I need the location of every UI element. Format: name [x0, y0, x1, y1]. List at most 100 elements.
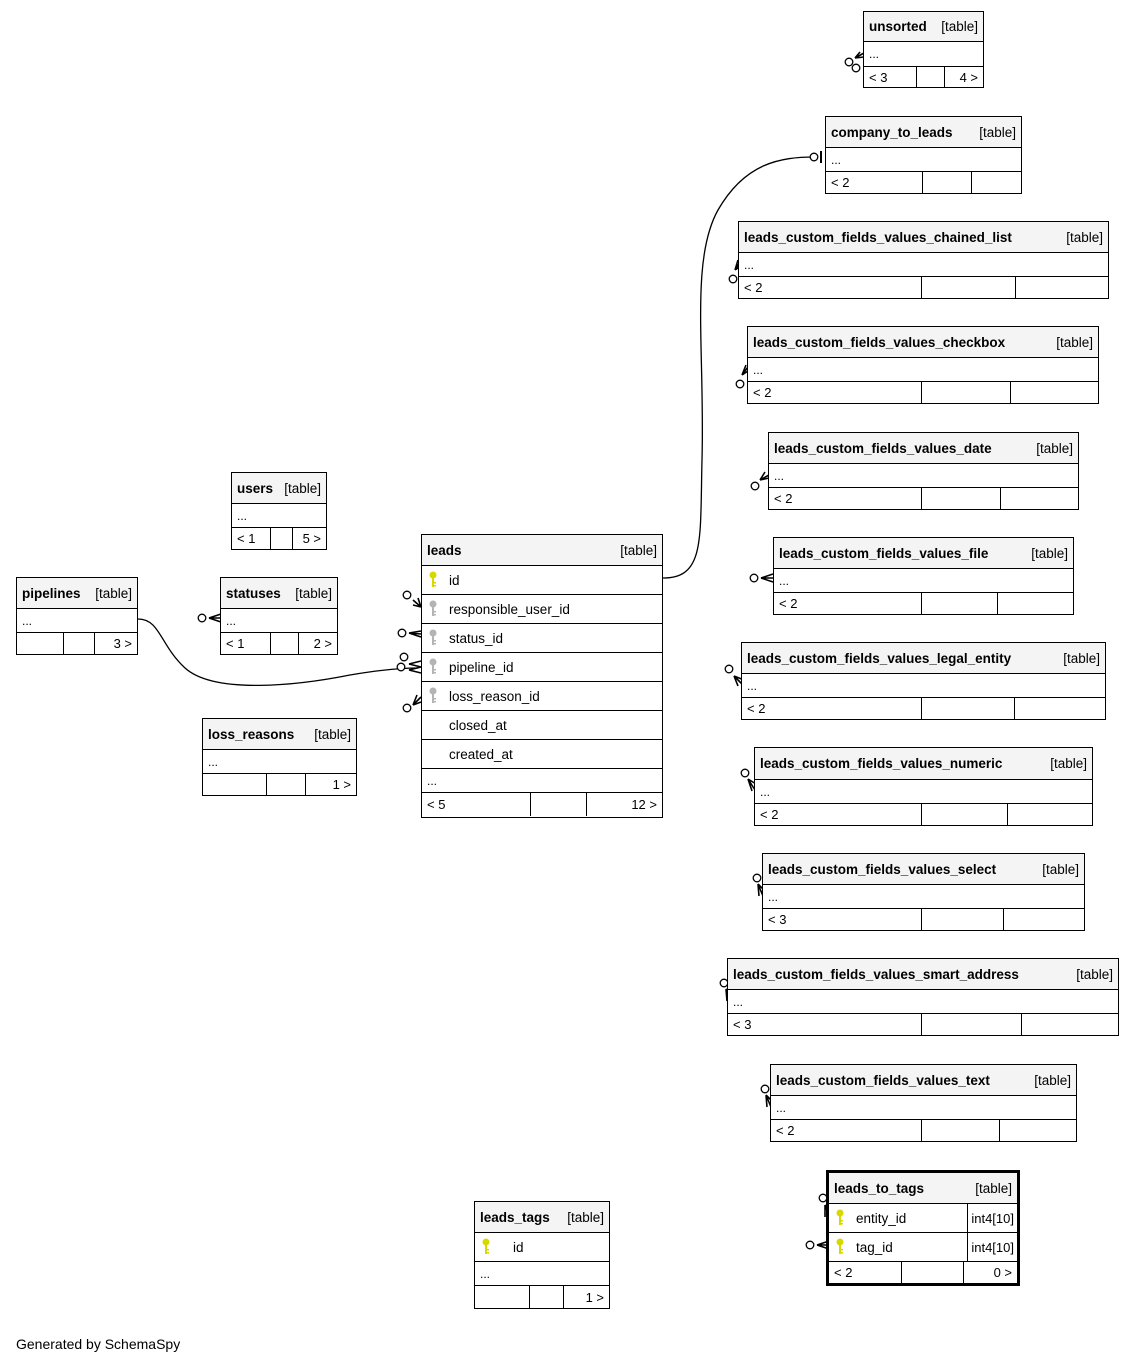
table-leads-custom-fields-values-smart-address[interactable]: leads_custom_fields_values_smart_address…: [727, 958, 1119, 1036]
child-count[interactable]: [1021, 1014, 1118, 1035]
child-count[interactable]: 1 >: [305, 774, 356, 795]
parent-count[interactable]: < 2: [834, 1265, 853, 1280]
child-count[interactable]: [999, 1120, 1076, 1141]
column-row[interactable]: loss_reason_id: [422, 681, 662, 710]
parent-count[interactable]: < 2: [831, 175, 850, 190]
footer-spacer: [530, 793, 586, 816]
child-count[interactable]: [1015, 277, 1108, 298]
table-loss-reasons[interactable]: loss_reasons [table] ... 1 >: [202, 718, 357, 796]
table-name: leads_custom_fields_values_date: [774, 440, 992, 456]
parent-count[interactable]: < 5: [427, 797, 446, 812]
footer-spacer: [921, 1120, 999, 1141]
parent-count[interactable]: < 1: [226, 636, 245, 651]
parent-count[interactable]: < 2: [753, 385, 772, 400]
parent-count[interactable]: < 1: [237, 531, 256, 546]
table-footer: 3 >: [17, 632, 137, 654]
parent-count[interactable]: < 2: [744, 280, 763, 295]
footer-spacer: [901, 1262, 963, 1283]
column-row[interactable]: entity_id int4[10]: [829, 1203, 1017, 1232]
child-count[interactable]: [1007, 804, 1092, 825]
parent-count[interactable]: < 2: [747, 701, 766, 716]
table-unsorted[interactable]: unsorted [table] ... < 3 4 >: [863, 11, 984, 88]
parent-count[interactable]: < 2: [776, 1123, 795, 1138]
column-row[interactable]: pipeline_id: [422, 652, 662, 681]
child-count[interactable]: 1 >: [563, 1286, 609, 1308]
parent-count[interactable]: < 2: [760, 807, 779, 822]
table-leads-custom-fields-values-file[interactable]: leads_custom_fields_values_file [table] …: [773, 537, 1074, 615]
table-header: leads_custom_fields_values_text [table]: [771, 1065, 1076, 1095]
child-count[interactable]: [1000, 488, 1078, 509]
table-company-to-leads[interactable]: company_to_leads [table] ... < 2: [825, 116, 1022, 194]
column-name: tag_id: [856, 1239, 893, 1255]
child-count[interactable]: [1010, 382, 1098, 403]
footer-spacer: [63, 633, 94, 654]
table-tag: [table]: [1066, 229, 1103, 245]
column-row[interactable]: id: [422, 565, 662, 594]
column-row[interactable]: tag_id int4[10]: [829, 1232, 1017, 1261]
table-header: loss_reasons [table]: [203, 719, 356, 749]
table-leads-custom-fields-values-legal-entity[interactable]: leads_custom_fields_values_legal_entity …: [741, 642, 1106, 720]
parent-count[interactable]: < 3: [869, 69, 888, 85]
parent-count[interactable]: [475, 1286, 529, 1308]
child-count[interactable]: 5 >: [292, 528, 326, 549]
parent-count[interactable]: < 3: [733, 1017, 752, 1032]
child-count[interactable]: [971, 172, 1021, 193]
child-count[interactable]: [1003, 909, 1084, 930]
table-leads-custom-fields-values-select[interactable]: leads_custom_fields_values_select [table…: [762, 853, 1085, 931]
ellipsis-row: ...: [771, 1095, 1076, 1119]
table-footer: 1 >: [203, 773, 356, 795]
parent-count[interactable]: [203, 774, 266, 795]
ellipsis-row: ...: [728, 989, 1118, 1013]
table-leads-tags[interactable]: leads_tags [table] id ... 1 >: [474, 1201, 610, 1309]
child-count[interactable]: 2 >: [298, 633, 337, 654]
column-name: entity_id: [856, 1210, 907, 1226]
ellipsis-row: ...: [774, 568, 1073, 592]
column-row[interactable]: created_at: [422, 739, 662, 768]
ellipsis-row: ...: [742, 673, 1105, 697]
table-name: leads_custom_fields_values_select: [768, 861, 997, 877]
table-header: leads_custom_fields_values_select [table…: [763, 854, 1084, 884]
ellipsis-row: ...: [769, 463, 1078, 487]
table-header: leads_custom_fields_values_numeric [tabl…: [755, 748, 1092, 779]
column-row[interactable]: closed_at: [422, 710, 662, 739]
table-tag: [table]: [1036, 440, 1073, 456]
parent-count[interactable]: [17, 633, 63, 654]
child-count[interactable]: 0 >: [963, 1262, 1017, 1283]
table-leads-custom-fields-values-date[interactable]: leads_custom_fields_values_date [table] …: [768, 432, 1079, 510]
ellipsis-row: ...: [17, 608, 137, 632]
column-row[interactable]: status_id: [422, 623, 662, 652]
parent-count[interactable]: < 2: [774, 491, 793, 506]
primary-key-icon: [426, 571, 440, 589]
table-leads[interactable]: leads [table] id responsible_user_id sta…: [421, 534, 663, 818]
table-header: pipelines [table]: [17, 578, 137, 608]
table-leads-custom-fields-values-checkbox[interactable]: leads_custom_fields_values_checkbox [tab…: [747, 326, 1099, 404]
child-count[interactable]: [997, 593, 1073, 614]
table-pipelines[interactable]: pipelines [table] ... 3 >: [16, 577, 138, 655]
parent-count[interactable]: < 2: [779, 596, 798, 611]
table-name: leads_custom_fields_values_legal_entity: [747, 650, 1012, 666]
table-users[interactable]: users [table] ... < 1 5 >: [231, 472, 327, 550]
table-name: leads_custom_fields_values_text: [776, 1072, 990, 1088]
table-leads-custom-fields-values-numeric[interactable]: leads_custom_fields_values_numeric [tabl…: [754, 747, 1093, 826]
column-row[interactable]: id: [475, 1232, 609, 1261]
column-row[interactable]: responsible_user_id: [422, 594, 662, 623]
child-count[interactable]: 12 >: [586, 793, 662, 816]
table-header: leads_tags [table]: [475, 1202, 609, 1232]
child-count[interactable]: [1014, 698, 1105, 719]
table-statuses[interactable]: statuses [table] ... < 1 2 >: [220, 577, 338, 655]
table-leads-custom-fields-values-text[interactable]: leads_custom_fields_values_text [table] …: [770, 1064, 1077, 1142]
table-footer: < 2: [826, 171, 1021, 193]
table-tag: [table]: [1056, 334, 1093, 350]
child-count[interactable]: 3 >: [94, 633, 137, 654]
table-tag: [table]: [941, 19, 978, 34]
table-tag: [table]: [1050, 756, 1087, 771]
column-name: closed_at: [449, 717, 507, 733]
ellipsis-row: ...: [203, 749, 356, 773]
table-header: users [table]: [232, 473, 326, 503]
child-count[interactable]: 4 >: [944, 67, 983, 87]
table-leads-custom-fields-values-chained-list[interactable]: leads_custom_fields_values_chained_list …: [738, 221, 1109, 299]
table-leads-to-tags[interactable]: leads_to_tags [table] entity_id int4[10]…: [826, 1170, 1020, 1286]
parent-count[interactable]: < 3: [768, 912, 787, 927]
ellipsis-row: ...: [755, 779, 1092, 803]
table-tag: [table]: [1034, 1072, 1071, 1088]
